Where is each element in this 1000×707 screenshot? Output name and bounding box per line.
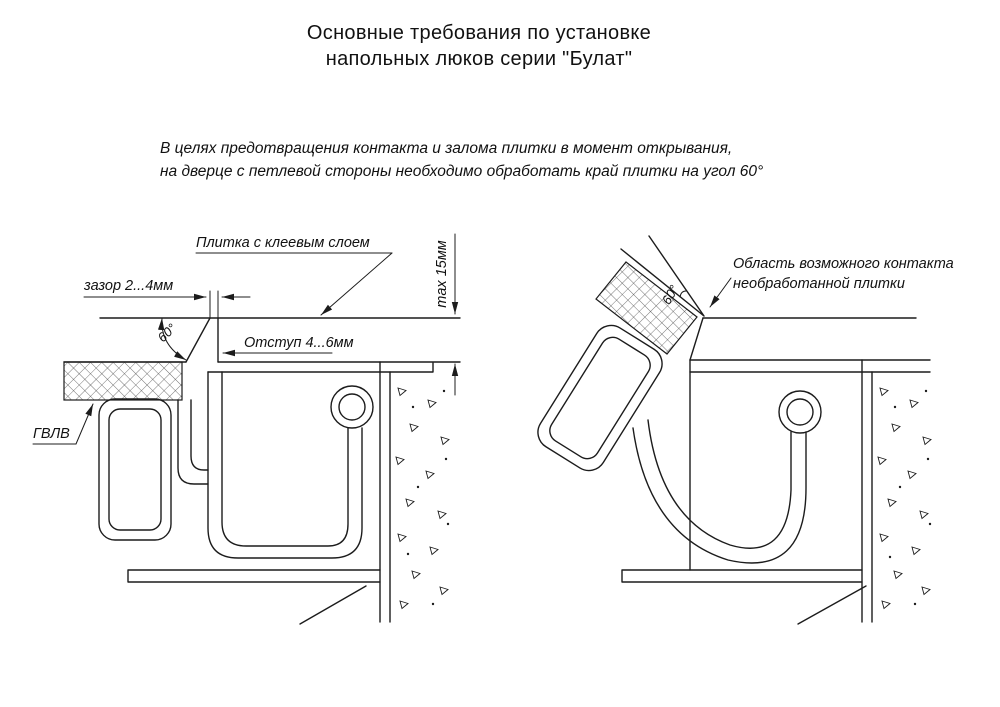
frame-lip bbox=[207, 362, 434, 373]
arm-tube-inner bbox=[221, 371, 349, 547]
contact-lines bbox=[620, 235, 705, 317]
hinge-circle-outer bbox=[330, 385, 374, 429]
bottom-flange bbox=[127, 569, 381, 583]
note-text: В целях предотвращения контакта и залома… bbox=[160, 137, 763, 183]
gap-extension-lines bbox=[209, 290, 219, 319]
tile-chamfer-edge bbox=[185, 317, 211, 363]
bracket-outer bbox=[177, 399, 209, 485]
right-diagram bbox=[537, 235, 932, 625]
open-tile-hatched bbox=[595, 261, 698, 355]
contact-label-line1: Область возможного контакта bbox=[733, 256, 954, 272]
frame-right-wall-right bbox=[861, 359, 873, 623]
fixed-tile-corner-chamfer bbox=[689, 317, 704, 361]
gvl-hatched-block bbox=[63, 361, 183, 401]
bottom-flange-right bbox=[621, 569, 863, 583]
open-door-outer bbox=[537, 324, 663, 472]
contact-leader bbox=[709, 277, 732, 308]
angle-arc-right bbox=[679, 290, 687, 298]
note-line2: на дверце с петлевой стороны необходимо … bbox=[160, 163, 764, 180]
left-annotations: Плитка с клеевым слоем зазор 2...4мм 60°… bbox=[32, 233, 459, 445]
gap-label: зазор 2...4мм bbox=[83, 278, 173, 294]
title-line2: напольных люков серии "Булат" bbox=[325, 48, 633, 70]
section-diagonal-right bbox=[797, 585, 867, 625]
frame-right-wall bbox=[379, 361, 391, 623]
concrete-texture-left bbox=[395, 387, 450, 609]
contact-label-line2: необработанной плитки bbox=[733, 276, 905, 292]
angle-arc bbox=[157, 317, 187, 361]
door-seal-outer bbox=[98, 398, 172, 541]
title-line1: Основные требования по установке bbox=[306, 22, 652, 44]
right-annotations: 60° Область возможного контакта необрабо… bbox=[659, 256, 954, 308]
offset-label: Отступ 4...6мм bbox=[244, 335, 354, 351]
left-diagram bbox=[63, 290, 461, 625]
swing-arm-inner bbox=[632, 427, 807, 564]
concrete-texture-right bbox=[877, 387, 932, 609]
open-door-inner bbox=[549, 336, 651, 460]
open-door-leaf bbox=[537, 324, 663, 472]
gvl-leader bbox=[75, 403, 94, 445]
arm-tube-outer bbox=[207, 371, 363, 559]
hinge-circle-outer-right bbox=[778, 390, 822, 434]
angle-label: 60° bbox=[155, 321, 180, 345]
page-title: Основные требования по установке напольн… bbox=[0, 20, 958, 72]
door-seal-inner bbox=[108, 408, 162, 531]
gvl-label: ГВЛВ bbox=[33, 426, 70, 442]
note-line1: В целях предотвращения контакта и залома… bbox=[160, 140, 733, 157]
bracket-inner bbox=[190, 399, 209, 471]
tile-label: Плитка с клеевым слоем bbox=[196, 235, 370, 251]
tile-label-leader bbox=[320, 252, 393, 316]
swing-arm-outer bbox=[647, 419, 792, 549]
max-thickness-label: max 15мм bbox=[434, 240, 450, 307]
hinge-circle-inner-right bbox=[786, 398, 814, 426]
section-diagonal bbox=[299, 585, 367, 625]
hinge-circle-inner bbox=[338, 393, 366, 421]
